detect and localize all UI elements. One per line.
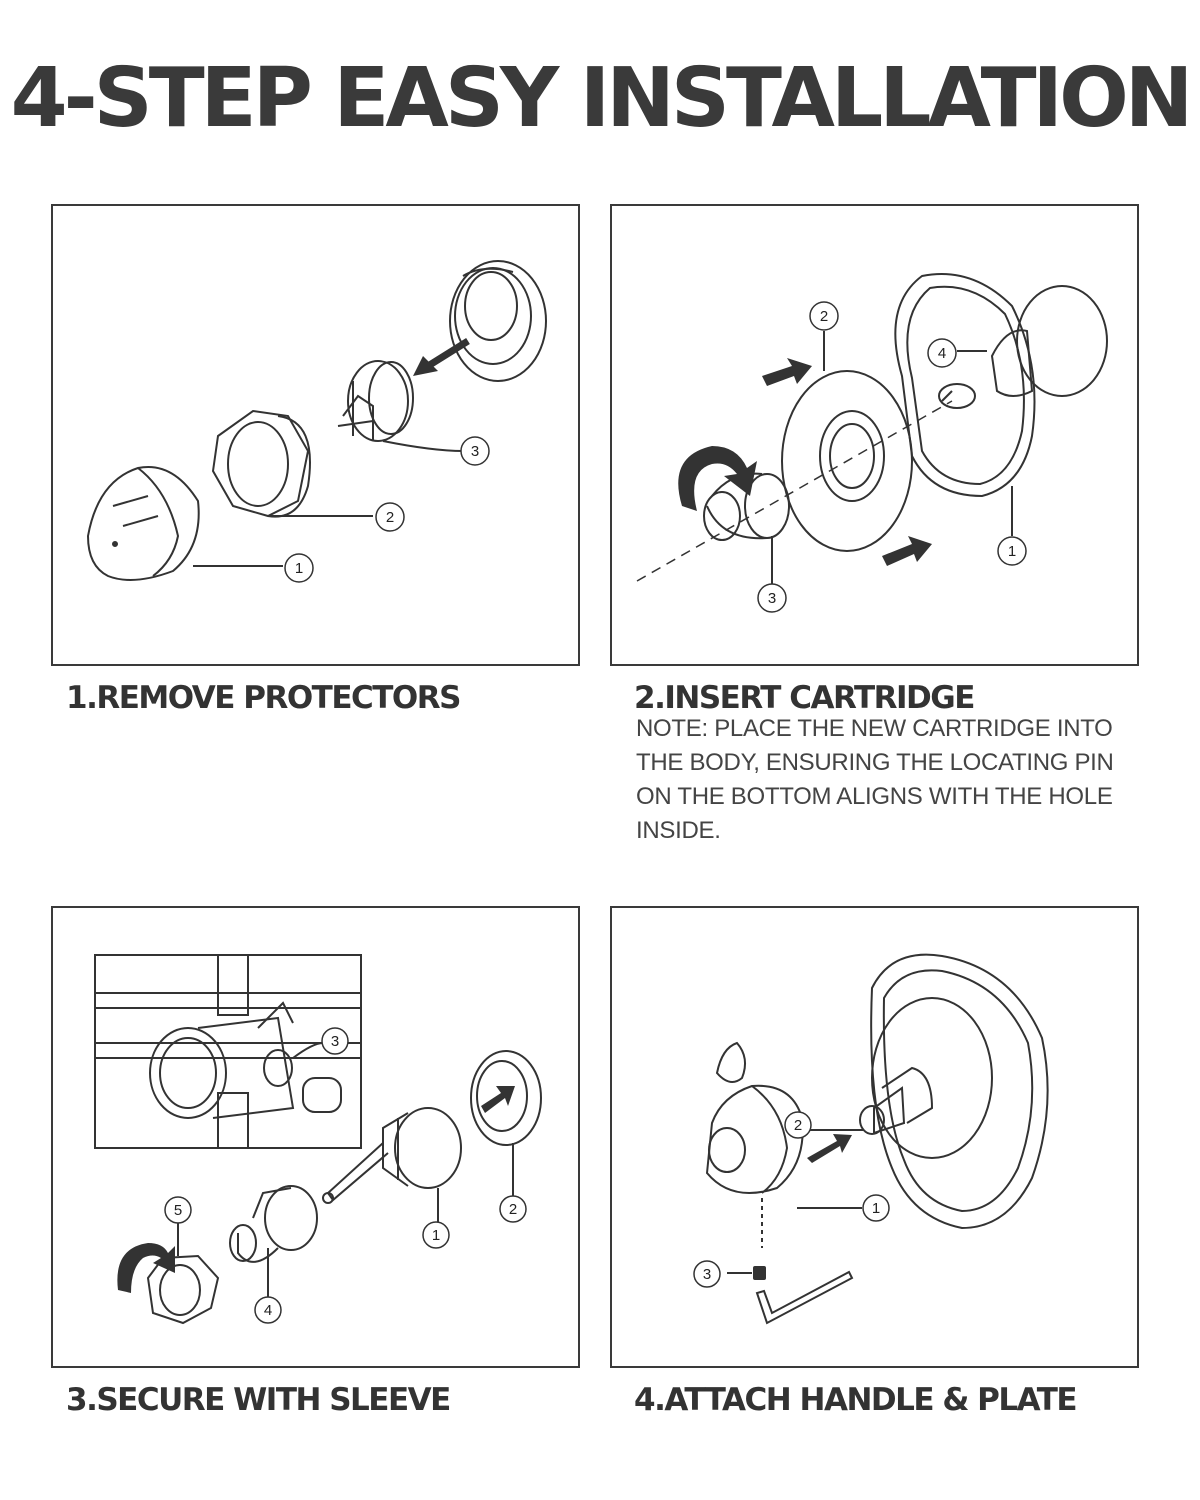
callout-3: 3 [471,443,479,460]
nut-illustration [146,1254,220,1325]
callout-2: 2 [386,509,394,526]
callout-1: 1 [872,1200,880,1217]
callout-4: 4 [938,345,946,362]
arrow-icon [807,1134,852,1163]
step-1-panel: 1 2 3 [51,204,580,666]
step-4-label: 4.ATTACH HANDLE & PLATE [634,1382,1078,1418]
valve-back-plate-illustration [894,273,1108,498]
callout-2: 2 [509,1201,517,1218]
callout-2: 2 [794,1117,802,1134]
step-1-label: 1.REMOVE PROTECTORS [66,680,461,716]
handle-illustration [705,1041,804,1248]
arrow-icon [481,1086,515,1113]
trim-plate-illustration [859,953,1049,1230]
step-2-diagram: 1 2 3 4 [636,273,1108,613]
set-screw-icon [753,1266,766,1280]
step-1-diagram: 1 2 3 [86,260,547,583]
step-4-diagram: 1 2 3 [693,953,1049,1325]
callout-1: 1 [1008,543,1016,560]
callout-4: 4 [264,1302,272,1319]
callout-2: 2 [820,308,828,325]
callout-3: 3 [703,1266,711,1283]
inset-valve-body-illustration [94,954,362,1149]
callout-1: 1 [295,560,303,577]
step-2-note: NOTE: PLACE THE NEW CARTRIDGE INTO THE B… [636,715,1114,844]
rotate-arrow-icon [117,1243,175,1293]
callout-1: 1 [432,1227,440,1244]
cap-illustration [86,466,200,581]
nut-illustration [211,409,311,518]
step-3-panel: 1 2 3 4 5 [51,906,580,1368]
valve-body-illustration [95,954,361,1149]
step-2-panel: 1 2 3 4 [610,204,1139,666]
plug-illustration [337,360,414,442]
callout-5: 5 [174,1202,182,1219]
cartridge-illustration [322,1107,462,1204]
escutcheon-ring-illustration [470,1050,542,1146]
callout-3: 3 [331,1033,339,1050]
arrow-icon [678,358,932,566]
cover-plate-illustration [781,370,913,552]
allen-key-illustration [755,1270,854,1325]
step-2-label: 2.INSERT CARTRIDGE [634,680,975,716]
step-4-panel: 1 2 3 [610,906,1139,1368]
sleeve-illustration [229,1185,318,1263]
arrow-icon [413,338,470,376]
escutcheon-ring-illustration [449,260,547,382]
step-3-label: 3.SECURE WITH SLEEVE [66,1382,451,1418]
callout-3: 3 [768,590,776,607]
page-title: 4-STEP EASY INSTALLATION [10,51,1194,146]
step-3-diagram: 1 2 3 4 5 [94,954,542,1325]
